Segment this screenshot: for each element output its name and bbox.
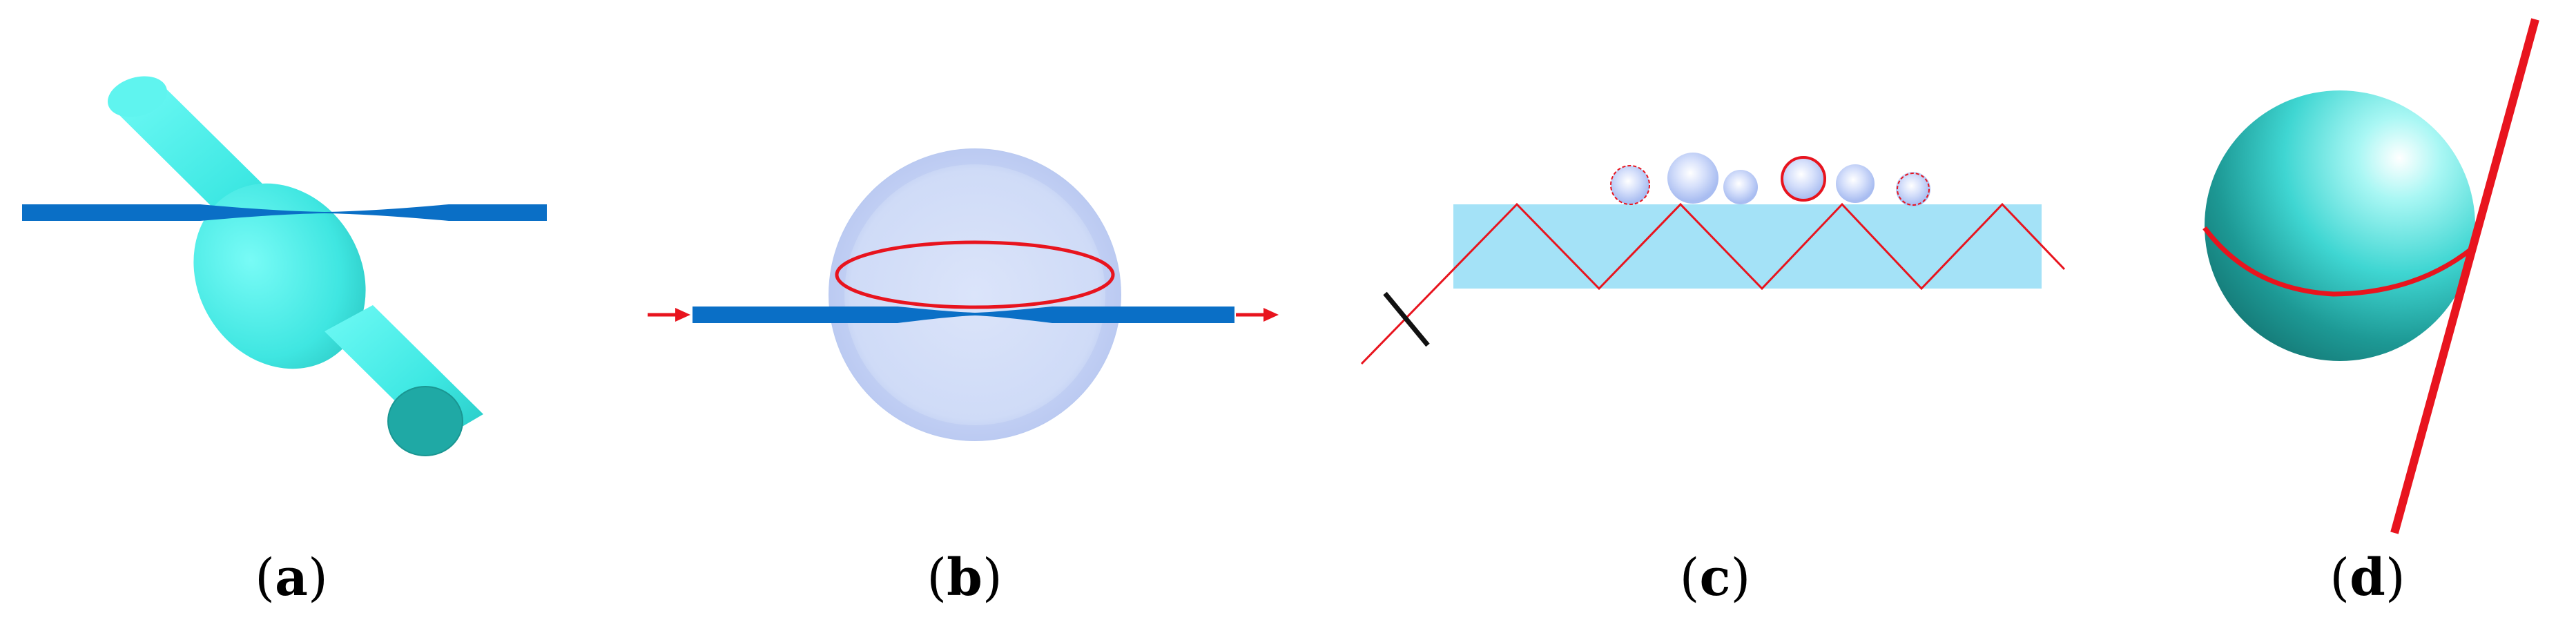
panel-label-d: (d) [2330, 548, 2405, 607]
panel-label-a-text: a [275, 548, 308, 607]
sphere-resonator [2205, 90, 2475, 361]
lower-fiber-cylinder [325, 305, 483, 456]
bulb-resonator [193, 183, 366, 369]
micro-sphere-3 [1723, 170, 1758, 204]
whispering-gallery-mode-ring [835, 240, 1115, 309]
panel-label-c-text: c [1699, 548, 1731, 607]
panel-label-d-text: d [2350, 548, 2385, 607]
microsphere [829, 148, 1121, 441]
coupling-fiber [2390, 18, 2539, 534]
micro-sphere-5 [1836, 164, 1875, 203]
panel-a [22, 76, 547, 456]
equatorial-mode [2202, 226, 2476, 297]
panel-label-b: (b) [927, 548, 1003, 607]
prism-waveguide [1453, 204, 2042, 289]
tapered-fiber-b [693, 307, 1234, 323]
micro-sphere-1 [1611, 166, 1649, 204]
panel-label-a: (a) [255, 548, 328, 607]
panel-c [1360, 153, 2066, 365]
panel-d [2202, 18, 2539, 534]
micro-sphere-2 [1667, 153, 1718, 204]
total-internal-reflection-path [1360, 202, 2066, 365]
tapered-fiber [22, 204, 547, 221]
input-marker [1383, 291, 1430, 347]
panel-label-c: (c) [1679, 548, 1751, 607]
micro-sphere-6 [1896, 172, 1930, 206]
panel-label-b-text: b [947, 548, 982, 607]
output-arrow [1236, 308, 1279, 322]
input-arrow [648, 308, 690, 322]
micro-sphere-4 [1781, 156, 1826, 202]
panel-b [648, 148, 1279, 441]
